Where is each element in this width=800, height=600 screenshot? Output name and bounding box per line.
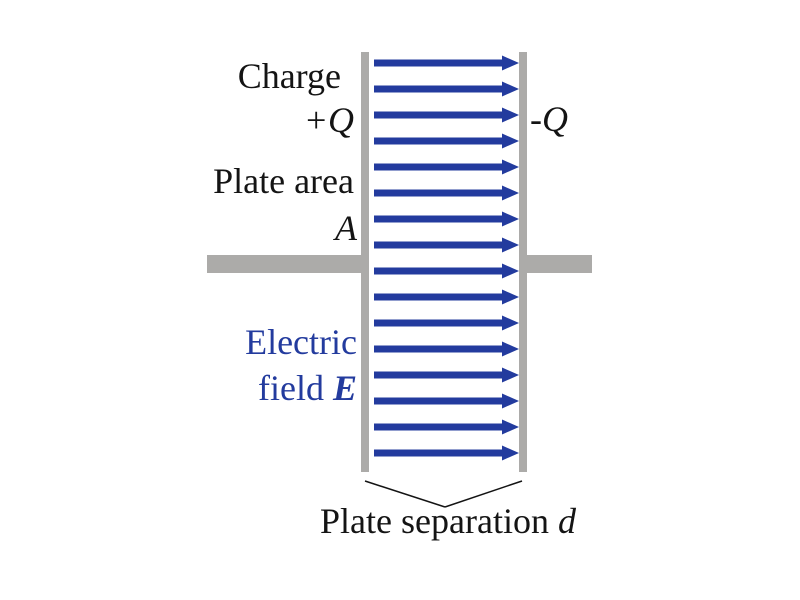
field-word: field [258,368,333,408]
field-arrow-shaft [374,267,502,275]
right-plate [519,52,527,472]
field-arrow-shaft [374,85,502,93]
charge-label: Charge [237,56,341,96]
field-arrowhead-icon [502,211,519,227]
field-arrow-shaft [374,345,502,353]
field-arrowhead-icon [502,55,519,71]
field-arrow-shaft [374,319,502,327]
plate-separation-label: Plate separation d [148,503,748,540]
field-arrowhead-icon [502,81,519,97]
field-arrowhead-icon [502,419,519,435]
field-arrow-shaft [374,215,502,223]
right-lead [527,255,592,273]
field-arrow-shaft [374,137,502,145]
field-arrowhead-icon [502,263,519,279]
minus-q-label: -Q [530,99,568,139]
field-arrowhead-icon [502,289,519,305]
field-arrow-shaft [374,189,502,197]
separation-symbol: d [557,501,576,541]
field-arrowhead-icon [502,393,519,409]
separation-pointer-right [444,480,523,508]
plate-separation-text: Plate separation [320,501,558,541]
separation-pointer-left [364,480,446,508]
field-arrowhead-icon [502,367,519,383]
left-plate [361,52,369,472]
field-arrowhead-icon [502,159,519,175]
electric-label: Electric [245,322,357,362]
field-arrow-shaft [374,371,502,379]
area-symbol-label: A [335,208,357,248]
field-arrow-shaft [374,397,502,405]
plate-area-label: Plate area [213,161,354,201]
left-lead [207,255,363,273]
field-arrow-shaft [374,59,502,67]
field-arrowhead-icon [502,133,519,149]
field-arrow-shaft [374,163,502,171]
field-arrow-shaft [374,111,502,119]
field-arrowhead-icon [502,185,519,201]
field-symbol: E [332,368,357,408]
field-arrow-shaft [374,423,502,431]
field-arrowhead-icon [502,237,519,253]
field-arrowhead-icon [502,107,519,123]
plus-q-label: +Q [303,100,354,140]
field-arrow-shaft [374,241,502,249]
field-arrow-shaft [374,449,502,457]
field-arrowhead-icon [502,315,519,331]
field-arrowhead-icon [502,341,519,357]
field-arrowhead-icon [502,445,519,461]
field-label: field E [258,370,357,407]
field-arrow-shaft [374,293,502,301]
